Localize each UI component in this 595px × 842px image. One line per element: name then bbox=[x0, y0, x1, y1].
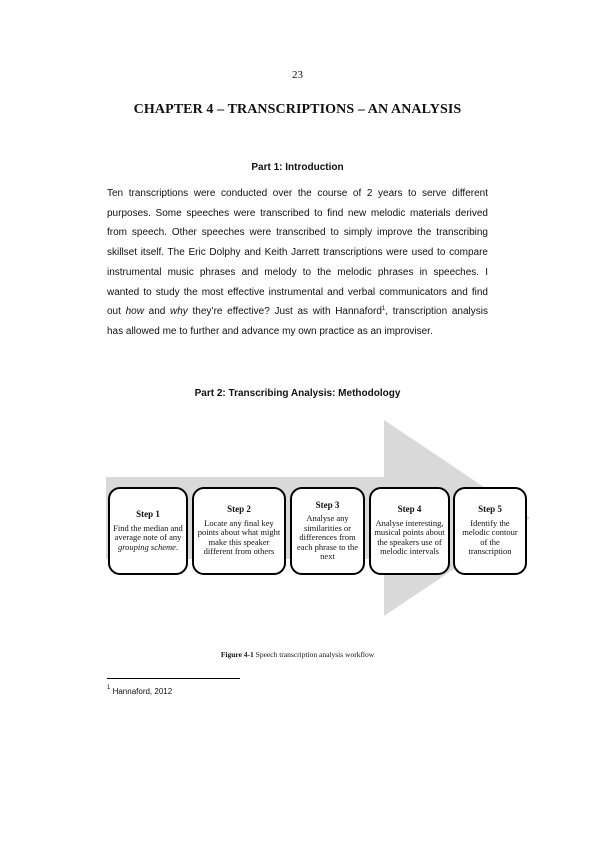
step-3-box: Step 3 Analyse any similarities or diffe… bbox=[290, 487, 365, 575]
paragraph-line: out how and why they’re effective? Just … bbox=[107, 302, 488, 322]
footnote-reference[interactable]: 1 bbox=[381, 306, 386, 313]
footnote: 1 Hannaford, 2012 bbox=[107, 685, 173, 696]
page-number: 23 bbox=[292, 69, 303, 81]
step-1-text-end: . bbox=[175, 541, 179, 552]
footnote-divider bbox=[107, 678, 240, 679]
text-run: out bbox=[107, 306, 126, 318]
paragraph-line: skillset itself. The Eric Dolphy and Kei… bbox=[107, 247, 488, 259]
step-5-text: Identify the melodic contour of the tran… bbox=[462, 517, 518, 557]
step-2-title: Step 2 bbox=[227, 504, 251, 515]
step-3-text: Analyse any similarities or differences … bbox=[296, 513, 359, 561]
introduction-paragraph: Ten transcriptions were conducted over t… bbox=[107, 184, 488, 342]
figure-label: Figure 4-1 bbox=[220, 650, 254, 659]
footnote-text: Hannaford, 2012 bbox=[110, 687, 173, 696]
paragraph-line: instrumental music phrases and melody to… bbox=[107, 266, 488, 278]
paragraph-line: purposes. Some speeches were transcribed… bbox=[107, 207, 488, 219]
text-run: they’re effective? Just as with Hannafor… bbox=[187, 306, 382, 318]
text-run: , transcription analysis bbox=[385, 306, 488, 318]
step-1-text: Find the median and average note of any … bbox=[113, 522, 183, 553]
figure-caption: Figure 4-1 Speech transcription analysis… bbox=[0, 650, 595, 659]
step-4-title: Step 4 bbox=[397, 504, 422, 515]
footnote-number: 1 bbox=[107, 685, 111, 691]
paragraph-line: has allowed me to further and advance my… bbox=[107, 325, 433, 337]
step-4-box: Step 4 Analyse interesting, musical poin… bbox=[369, 487, 450, 575]
step-1-text-run: Find the median and average note of any bbox=[113, 522, 183, 542]
step-1-title: Step 1 bbox=[136, 509, 160, 519]
emphasis-how: how bbox=[125, 306, 144, 318]
paragraph-line: wanted to study the most effective instr… bbox=[107, 286, 488, 298]
paragraph-line: Ten transcriptions were conducted over t… bbox=[107, 188, 488, 199]
step-4-text: Analyse interesting, musical points abou… bbox=[374, 517, 445, 557]
step-1-emphasis: grouping scheme bbox=[117, 541, 176, 552]
step-2-box: Step 2 Locate any final key points about… bbox=[192, 487, 286, 575]
part1-heading: Part 1: Introduction bbox=[251, 162, 344, 173]
step-3-title: Step 3 bbox=[315, 499, 340, 510]
step-5-title: Step 5 bbox=[478, 504, 502, 515]
step-5-box: Step 5 Identify the melodic contour of t… bbox=[453, 487, 527, 575]
workflow-diagram: Step 1 Find the median and average note … bbox=[106, 420, 530, 616]
text-run: and bbox=[143, 306, 170, 318]
figure-caption-text: Speech transcription analysis workflow bbox=[253, 650, 375, 659]
step-2-text: Locate any final key points about what m… bbox=[197, 517, 281, 557]
emphasis-why: why bbox=[170, 306, 188, 318]
part2-heading: Part 2: Transcribing Analysis: Methodolo… bbox=[194, 388, 401, 399]
chapter-title: CHAPTER 4 – TRANSCRIPTIONS – AN ANALYSIS bbox=[133, 102, 462, 117]
paragraph-line: from speech. Other speeches were transcr… bbox=[107, 227, 488, 239]
step-1-box: Step 1 Find the median and average note … bbox=[108, 487, 188, 575]
